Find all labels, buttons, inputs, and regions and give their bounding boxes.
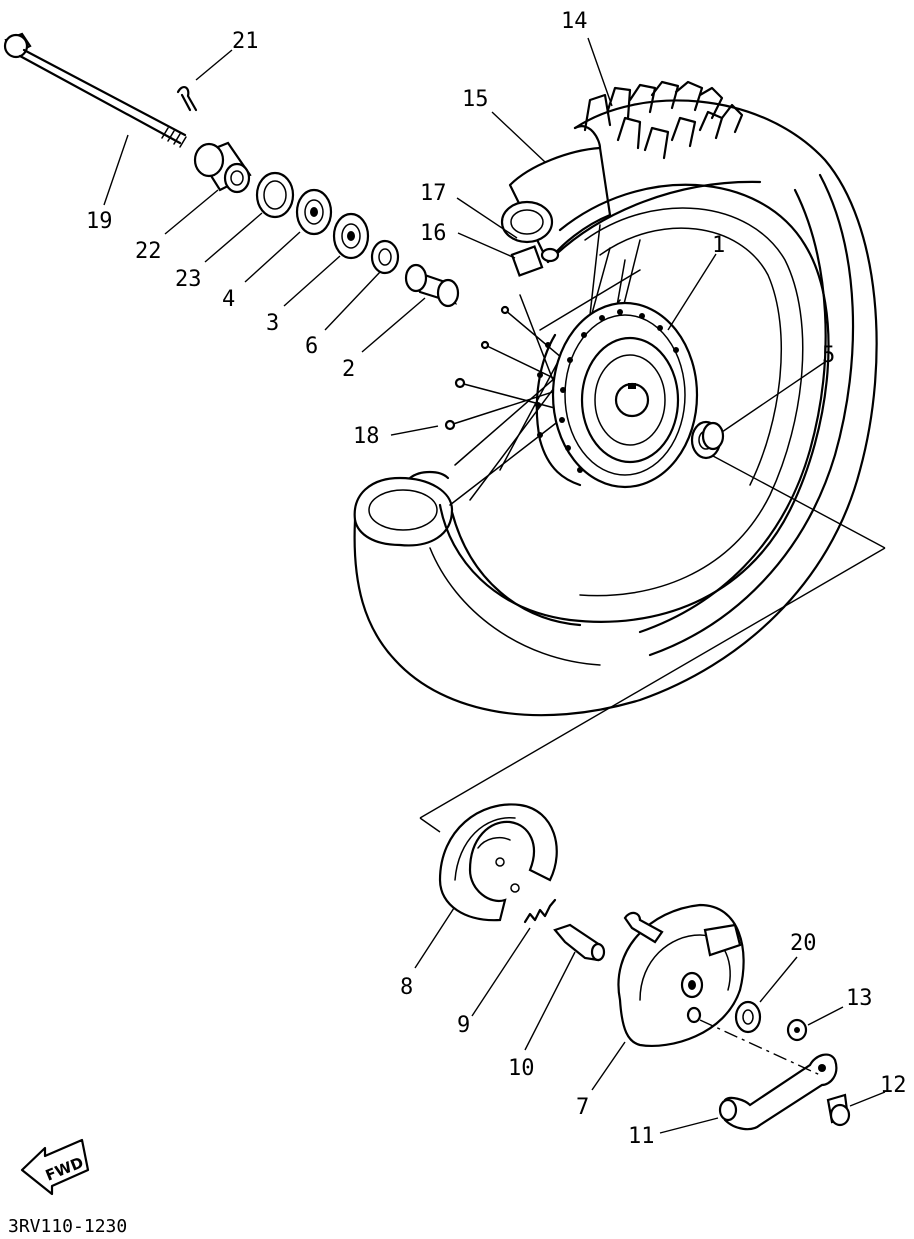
fwd-arrow: FWD [20, 1138, 90, 1196]
callout-4: 4 [222, 287, 235, 312]
callout-2: 2 [342, 357, 355, 382]
callout-8: 8 [400, 975, 413, 1000]
wheel-hub [535, 301, 699, 489]
callout-5: 5 [822, 343, 835, 368]
diagram-code: 3RV110-1230 [8, 1216, 127, 1237]
callout-10: 10 [508, 1056, 535, 1081]
callout-labels: 21 19 22 23 4 3 6 2 14 15 17 16 1 5 18 8… [86, 9, 907, 1149]
callout-1: 1 [712, 233, 725, 258]
callout-12: 12 [880, 1073, 907, 1098]
callout-17: 17 [420, 181, 447, 206]
callout-15: 15 [462, 87, 489, 112]
callout-7: 7 [576, 1095, 589, 1120]
oil-seal-5 [690, 420, 725, 460]
callout-11: 11 [628, 1124, 655, 1149]
wheel-assembly [353, 99, 878, 717]
tube-valve [510, 245, 560, 277]
brake-assembly [438, 803, 851, 1131]
callout-22: 22 [135, 239, 162, 264]
assembly-lines [103, 37, 886, 1134]
callout-9: 9 [457, 1013, 470, 1038]
tire-tread-knobs [583, 80, 744, 160]
callout-21: 21 [232, 29, 259, 54]
callout-18: 18 [353, 424, 380, 449]
callout-20: 20 [790, 931, 817, 956]
callout-23: 23 [175, 267, 202, 292]
callout-13: 13 [846, 986, 873, 1011]
callout-19: 19 [86, 209, 113, 234]
callout-6: 6 [305, 334, 318, 359]
callout-16: 16 [420, 221, 447, 246]
callout-14: 14 [561, 9, 588, 34]
axle-assembly [3, 32, 460, 308]
callout-3: 3 [266, 311, 279, 336]
